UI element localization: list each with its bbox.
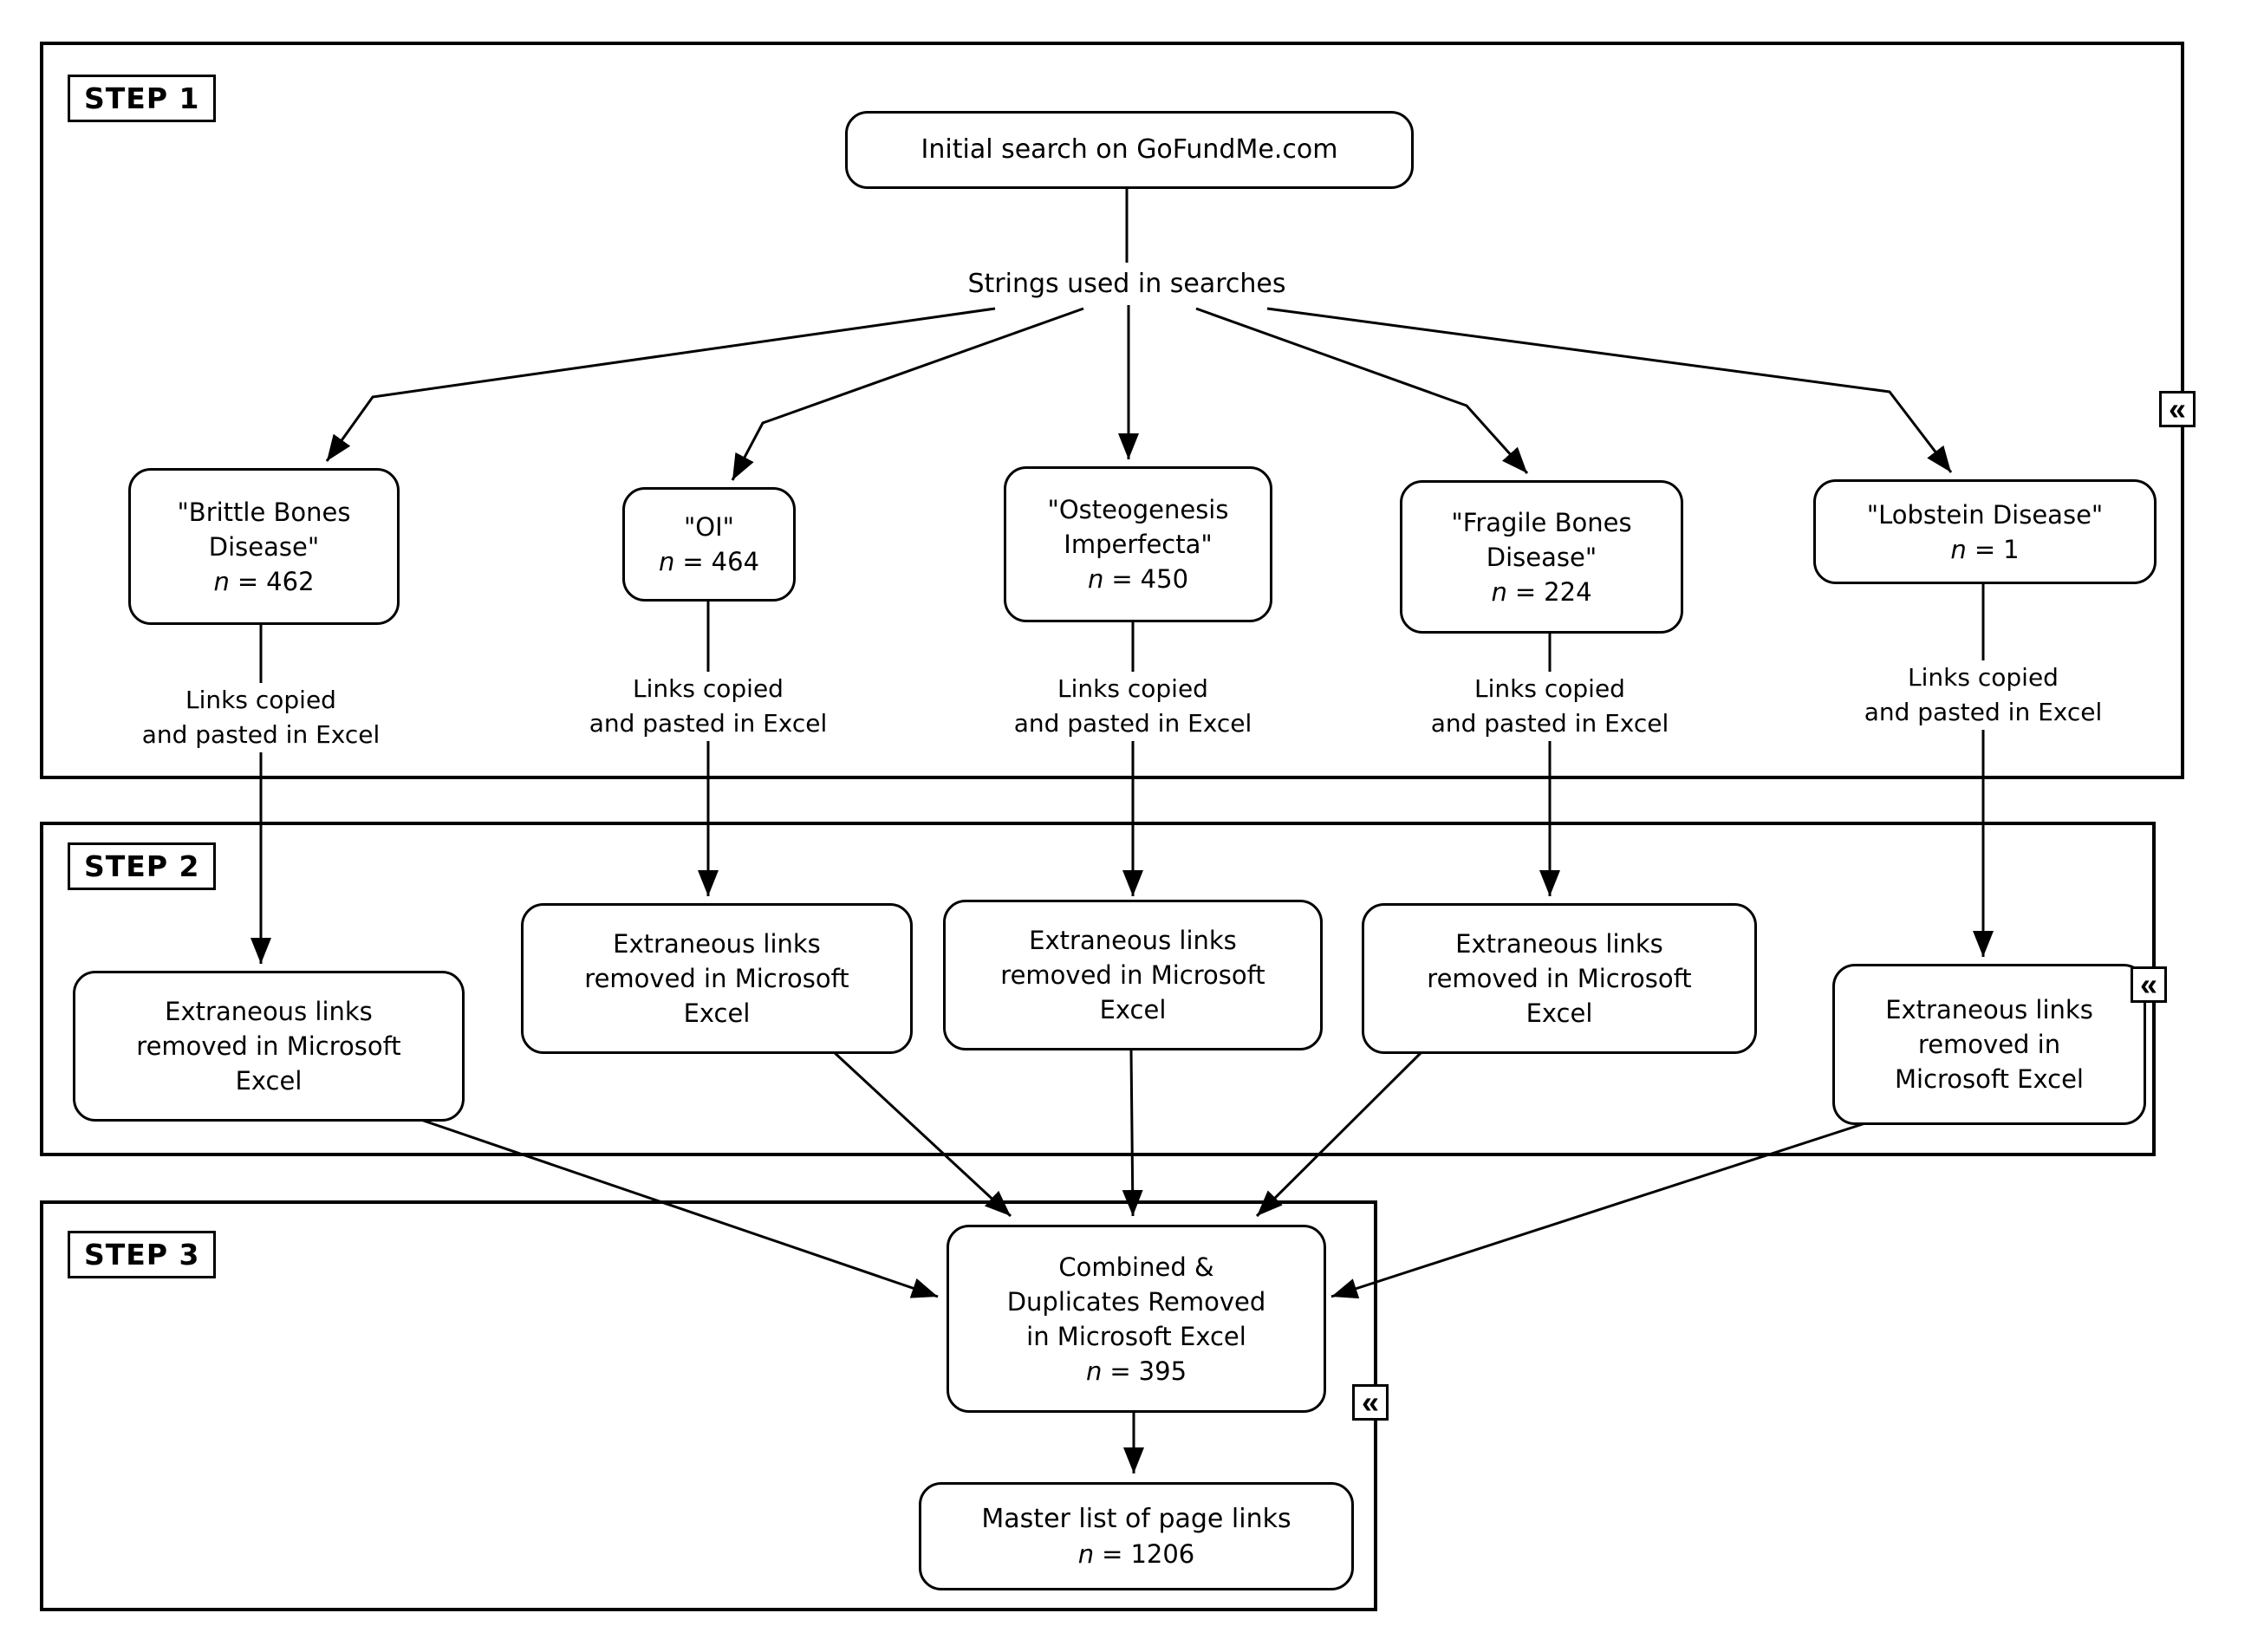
n-symbol: n <box>1491 576 1507 607</box>
equals-sign: = <box>1111 564 1133 594</box>
n-count: n=224 <box>1491 575 1591 609</box>
master-list-node: Master list of page links n=1206 <box>919 1482 1354 1590</box>
extraneous-links-node-4: Extraneous links removed in Microsoft Ex… <box>1362 903 1757 1054</box>
n-count: n=450 <box>1088 562 1188 596</box>
links-copied-label: Links copied and pasted in Excel <box>1844 660 2122 730</box>
node-text: Extraneous links removed in Microsoft Ex… <box>1000 926 1265 1024</box>
term-text: "Lobstein Disease" <box>1866 499 2104 530</box>
step2-label: STEP 2 <box>68 842 217 890</box>
step2-collapse-button[interactable]: « <box>2131 966 2167 1003</box>
links-copied-label: Links copied and pasted in Excel <box>994 672 1272 741</box>
links-copied-label: Links copied and pasted in Excel <box>1411 672 1688 741</box>
term-text: "Osteogenesis Imperfecta" <box>1047 495 1229 559</box>
extraneous-links-node-5: Extraneous links removed in Microsoft Ex… <box>1832 964 2146 1125</box>
links-copied-label: Links copied and pasted in Excel <box>122 683 400 752</box>
node-text: Extraneous links removed in Microsoft Ex… <box>136 997 401 1096</box>
search-term-node-oi: "OI" n=464 <box>622 487 796 602</box>
n-count: n=464 <box>659 544 759 579</box>
n-value: 462 <box>266 566 315 596</box>
initial-search-node: Initial search on GoFundMe.com <box>845 111 1414 189</box>
extraneous-links-node-1: Extraneous links removed in Microsoft Ex… <box>73 971 465 1122</box>
equals-sign: = <box>1974 534 1996 564</box>
equals-sign: = <box>237 566 259 596</box>
n-value: 464 <box>711 547 760 576</box>
strings-used-label: Strings used in searches <box>967 269 1286 299</box>
node-text: Extraneous links removed in Microsoft Ex… <box>1885 995 2093 1094</box>
collapse-chevrons-icon: « <box>2168 391 2187 426</box>
n-value: 224 <box>1544 576 1592 607</box>
initial-search-text: Initial search on GoFundMe.com <box>921 134 1338 165</box>
n-count: n=462 <box>213 564 314 599</box>
n-symbol: n <box>213 566 230 596</box>
n-value: 1 <box>2003 534 2020 564</box>
n-symbol: n <box>1085 1356 1103 1386</box>
links-copied-label: Links copied and pasted in Excel <box>569 672 847 741</box>
n-count: n=1 <box>1950 532 2019 567</box>
node-text: Extraneous links removed in Microsoft Ex… <box>584 929 849 1028</box>
n-symbol: n <box>1950 534 1967 564</box>
node-text: Master list of page links <box>981 1503 1291 1534</box>
combined-duplicates-node: Combined & Duplicates Removed in Microso… <box>947 1225 1326 1413</box>
equals-sign: = <box>1109 1356 1131 1386</box>
search-term-node-fragile-bones: "Fragile Bones Disease" n=224 <box>1400 480 1683 634</box>
term-text: "OI" <box>683 512 735 542</box>
n-count: n=1206 <box>1078 1537 1195 1571</box>
search-term-node-lobstein: "Lobstein Disease" n=1 <box>1813 479 2157 584</box>
node-text: Extraneous links removed in Microsoft Ex… <box>1427 929 1692 1028</box>
node-text: Combined & Duplicates Removed in Microso… <box>1006 1252 1266 1351</box>
equals-sign: = <box>1102 1538 1123 1569</box>
extraneous-links-node-3: Extraneous links removed in Microsoft Ex… <box>943 900 1323 1050</box>
search-term-node-osteogenesis: "Osteogenesis Imperfecta" n=450 <box>1004 466 1272 622</box>
step1-label: STEP 1 <box>68 75 217 122</box>
equals-sign: = <box>1514 576 1537 607</box>
n-value: 395 <box>1138 1356 1187 1386</box>
step1-collapse-button[interactable]: « <box>2159 391 2196 427</box>
n-count: n=395 <box>1086 1354 1187 1389</box>
equals-sign: = <box>682 547 704 576</box>
step3-label: STEP 3 <box>68 1231 217 1278</box>
n-symbol: n <box>1087 564 1104 594</box>
step3-collapse-button[interactable]: « <box>1352 1384 1389 1421</box>
collapse-chevrons-icon: « <box>2139 966 2158 1002</box>
term-text: "Brittle Bones Disease" <box>177 497 351 562</box>
n-value: 450 <box>1140 564 1189 594</box>
n-value: 1206 <box>1130 1538 1195 1569</box>
term-text: "Fragile Bones Disease" <box>1451 507 1632 572</box>
n-symbol: n <box>1077 1538 1095 1569</box>
collapse-chevrons-icon: « <box>1361 1384 1380 1420</box>
n-symbol: n <box>658 547 675 576</box>
extraneous-links-node-2: Extraneous links removed in Microsoft Ex… <box>521 903 913 1054</box>
search-term-node-brittle-bones: "Brittle Bones Disease" n=462 <box>128 468 400 625</box>
